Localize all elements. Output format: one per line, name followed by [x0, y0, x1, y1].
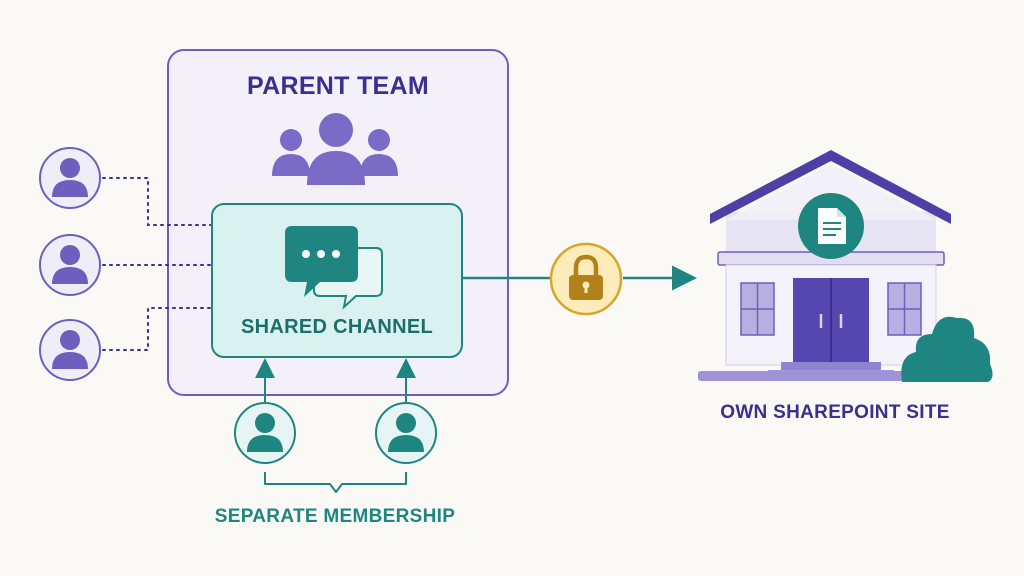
sharepoint-site-label: OWN SHAREPOINT SITE	[720, 402, 950, 423]
separate-membership-label: SEPARATE MEMBERSHIP	[214, 506, 456, 527]
shared-channel-label: SHARED CHANNEL	[241, 316, 433, 338]
bush-icon	[901, 316, 993, 382]
team-member-avatar	[39, 147, 101, 209]
padlock-icon	[549, 242, 623, 316]
chat-bubbles-icon	[285, 226, 383, 310]
team-member-avatar	[39, 234, 101, 296]
parent-team-title: PARENT TEAM	[247, 72, 429, 100]
member-connectors	[102, 177, 213, 351]
channel-member-avatar	[234, 402, 296, 464]
membership-brace	[264, 472, 407, 493]
group-icon	[272, 113, 398, 185]
channel-member-avatar	[375, 402, 437, 464]
house-icon	[698, 150, 970, 381]
team-member-avatar	[39, 319, 101, 381]
document-icon	[798, 193, 864, 259]
membership-arrows	[255, 358, 416, 403]
